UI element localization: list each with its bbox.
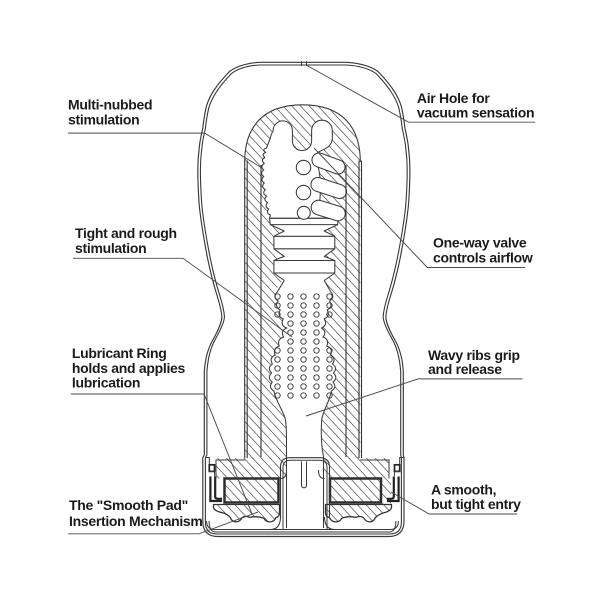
svg-text:stimulation: stimulation — [68, 112, 139, 128]
svg-text:but tight entry: but tight entry — [431, 496, 521, 512]
svg-text:Lubricant Ring: Lubricant Ring — [72, 345, 167, 361]
svg-text:holds and applies: holds and applies — [72, 360, 186, 376]
svg-text:The "Smooth Pad": The "Smooth Pad" — [69, 497, 188, 513]
svg-text:Wavy ribs grip: Wavy ribs grip — [428, 347, 520, 363]
svg-text:Tight and rough: Tight and rough — [75, 225, 177, 241]
svg-text:A smooth,: A smooth, — [431, 481, 496, 497]
svg-text:stimulation: stimulation — [75, 240, 146, 256]
svg-text:Insertion Mechanism: Insertion Mechanism — [69, 513, 203, 529]
svg-text:lubrication: lubrication — [72, 375, 140, 391]
svg-text:Multi-nubbed: Multi-nubbed — [68, 97, 152, 113]
svg-text:controls airflow: controls airflow — [433, 249, 533, 265]
svg-text:Air Hole for: Air Hole for — [417, 90, 490, 106]
svg-text:and release: and release — [428, 361, 502, 377]
svg-text:vacuum sensation: vacuum sensation — [417, 105, 534, 121]
svg-text:One-way valve: One-way valve — [433, 235, 527, 251]
